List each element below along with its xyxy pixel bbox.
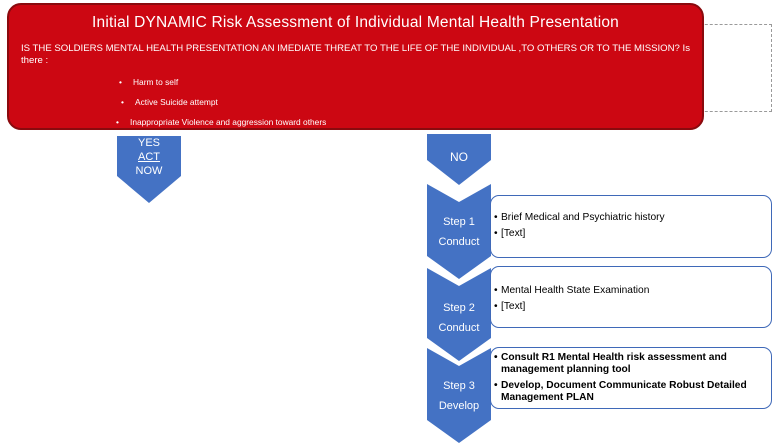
step-3-item-2: Develop, Document Communicate Robust Det… [494, 380, 751, 404]
banner-question: IS THE SOLDIERS MENTAL HEALTH PRESENTATI… [21, 43, 691, 66]
step-3-label: Step 3 [443, 380, 475, 392]
step-3-action: Develop [438, 400, 480, 412]
step-1-item-1: Brief Medical and Psychiatric history [494, 212, 665, 224]
bullet-harm-to-self: Harm to self [119, 77, 178, 87]
step-2-chevron [427, 268, 491, 361]
now-label: NOW [135, 165, 163, 177]
step-3-chevron [427, 348, 491, 443]
step-1-label: Step 1 [443, 216, 475, 228]
step-3-box: Consult R1 Mental Health risk assessment… [490, 347, 772, 409]
step-1-action: Conduct [438, 236, 480, 248]
banner-title: Initial DYNAMIC Risk Assessment of Indiv… [92, 14, 619, 31]
step-3-item-1: Consult R1 Mental Health risk assessment… [494, 352, 751, 376]
no-label: NO [450, 150, 468, 164]
step-2-item-1: Mental Health State Examination [494, 285, 649, 297]
step-2-item-2: [Text] [494, 301, 525, 313]
step-1-chevron [427, 184, 491, 279]
dashed-connector [690, 24, 772, 112]
step-1-item-2: [Text] [494, 228, 525, 240]
risk-assessment-banner: Initial DYNAMIC Risk Assessment of Indiv… [7, 3, 704, 130]
yes-label: YES [137, 137, 160, 149]
step-2-box: Mental Health State Examination [Text] [490, 266, 772, 328]
step-2-action: Conduct [438, 322, 480, 334]
bullet-violence: Inappropriate Violence and aggression to… [116, 117, 326, 127]
step-1-box: Brief Medical and Psychiatric history [T… [490, 195, 772, 258]
bullet-suicide-attempt: Active Suicide attempt [121, 97, 218, 107]
yes-chevron [117, 136, 181, 203]
no-chevron [427, 134, 491, 185]
step-2-label: Step 2 [443, 302, 475, 314]
act-label: ACT [138, 151, 160, 163]
